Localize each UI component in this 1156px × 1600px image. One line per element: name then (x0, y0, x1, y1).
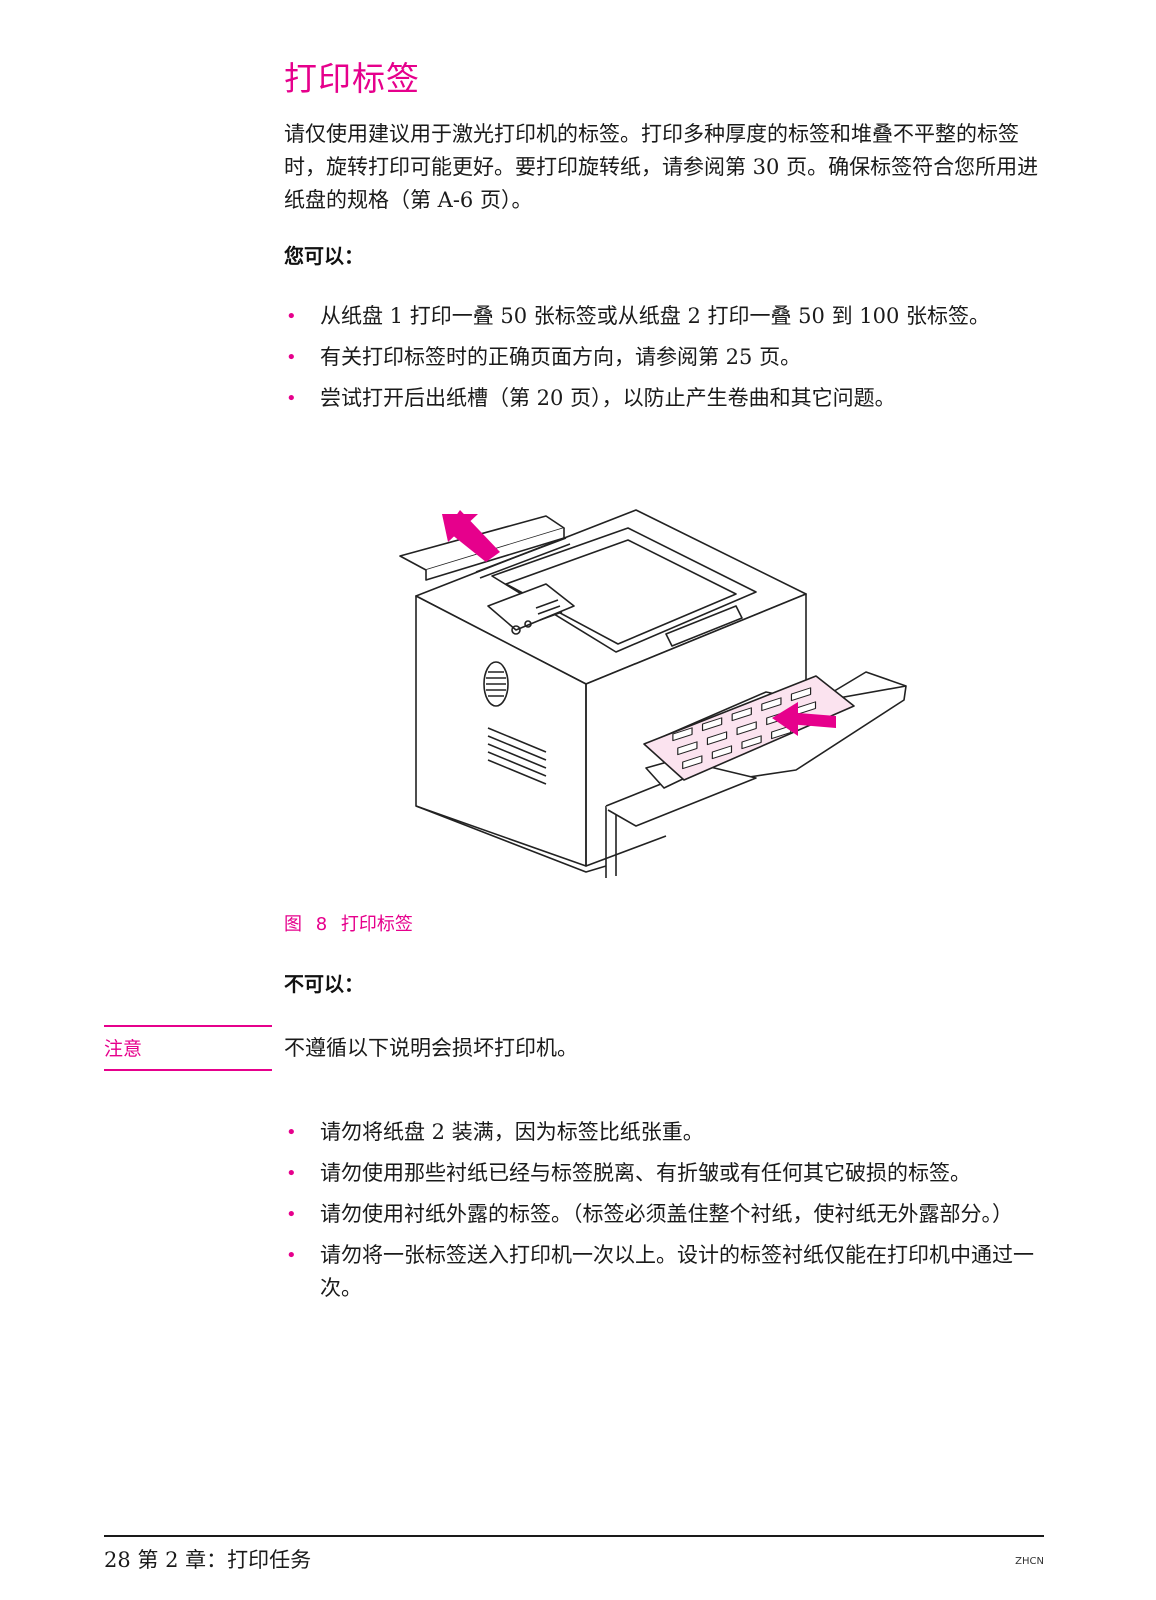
list-item-text: 有关打印标签时的正确页面方向，请参阅第 25 页。 (320, 345, 802, 369)
note-bottom-rule (104, 1069, 272, 1071)
bullet-dot-icon: • (286, 388, 297, 409)
footer-locale: ZHCN (1015, 1556, 1044, 1567)
list-item: • 请勿将纸盘 2 装满，因为标签比纸张重。 (284, 1116, 1044, 1149)
list-item: • 从纸盘 1 打印一叠 50 张标签或从纸盘 2 打印一叠 50 到 100 张… (284, 300, 1044, 333)
printer-labels-illustration (396, 506, 936, 886)
list-item-text: 请勿将一张标签送入打印机一次以上。设计的标签衬纸仅能在打印机中通过一次。 (320, 1243, 1034, 1300)
bullet-dot-icon: • (286, 347, 297, 368)
list-item-text: 请勿使用衬纸外露的标签。（标签必须盖住整个衬纸，使衬纸无外露部分。） (320, 1202, 1013, 1226)
bullet-dot-icon: • (286, 1245, 297, 1266)
list-item-text: 请勿将纸盘 2 装满，因为标签比纸张重。 (320, 1120, 704, 1144)
bullet-dot-icon: • (286, 306, 297, 327)
list-item: • 请勿使用衬纸外露的标签。（标签必须盖住整个衬纸，使衬纸无外露部分。） (284, 1198, 1044, 1231)
note-label: 注意 (104, 1038, 143, 1060)
list-item-text: 请勿使用那些衬纸已经与标签脱离、有折皱或有任何其它破损的标签。 (320, 1161, 971, 1185)
list-item: • 尝试打开后出纸槽（第 20 页），以防止产生卷曲和其它问题。 (284, 382, 1044, 415)
note-top-rule (104, 1025, 272, 1027)
page-title: 打印标签 (284, 59, 420, 98)
list-item-text: 尝试打开后出纸槽（第 20 页），以防止产生卷曲和其它问题。 (320, 386, 896, 410)
bullet-dot-icon: • (286, 1122, 297, 1143)
intro-paragraph: 请仅使用建议用于激光打印机的标签。打印多种厚度的标签和堆叠不平整的标签时，旋转打… (284, 122, 1039, 212)
footer-page-chapter: 28 第 2 章：打印任务 (104, 1548, 312, 1572)
list-item-text: 从纸盘 1 打印一叠 50 张标签或从纸盘 2 打印一叠 50 到 100 张标… (320, 304, 990, 328)
can-list: • 从纸盘 1 打印一叠 50 张标签或从纸盘 2 打印一叠 50 到 100 张… (284, 300, 1044, 423)
bullet-dot-icon: • (286, 1204, 297, 1225)
note-text: 不遵循以下说明会损坏打印机。 (284, 1036, 578, 1060)
list-item: • 请勿使用那些衬纸已经与标签脱离、有折皱或有任何其它破损的标签。 (284, 1157, 1044, 1190)
cannot-heading: 不可以： (284, 972, 364, 996)
can-heading: 您可以： (284, 244, 364, 268)
figure-caption: 图 8 打印标签 (284, 914, 413, 935)
cannot-list: • 请勿将纸盘 2 装满，因为标签比纸张重。 • 请勿使用那些衬纸已经与标签脱离、有… (284, 1116, 1044, 1313)
bullet-dot-icon: • (286, 1163, 297, 1184)
footer-rule (104, 1535, 1044, 1537)
list-item: • 请勿将一张标签送入打印机一次以上。设计的标签衬纸仅能在打印机中通过一次。 (284, 1239, 1044, 1305)
list-item: • 有关打印标签时的正确页面方向，请参阅第 25 页。 (284, 341, 1044, 374)
